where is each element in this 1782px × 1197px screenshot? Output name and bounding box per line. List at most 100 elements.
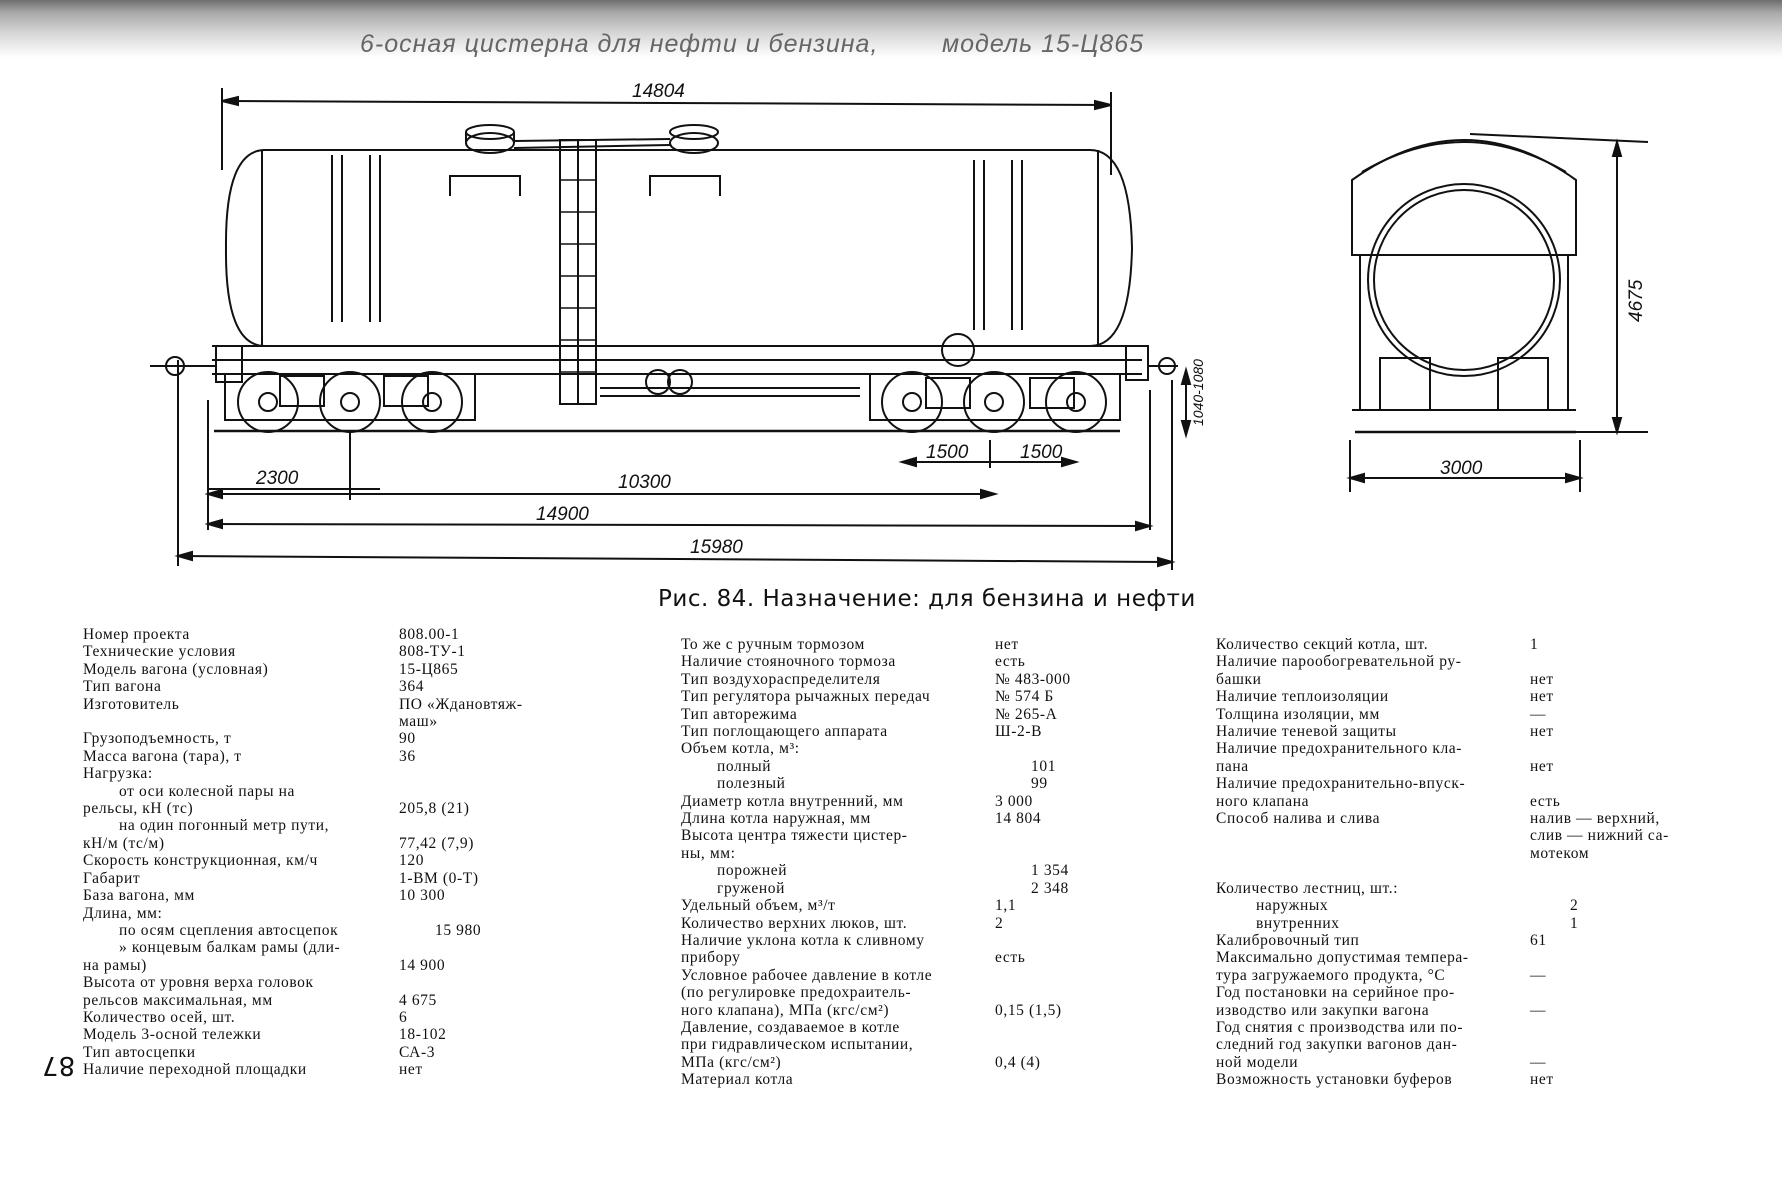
spec-label: Наличие теплоизоляции — [1216, 688, 1389, 706]
spec-value — [995, 845, 1105, 862]
spec-label: Тип регулятора рычажных передач — [681, 688, 931, 706]
spec-value: налив — верхний, — [1530, 810, 1660, 828]
spec-label: полный — [717, 757, 772, 775]
spec-label: Диаметр котла внутренний, мм — [681, 792, 904, 810]
spec-label: по осям сцепления автосцепок — [119, 921, 339, 939]
spec-label: То же с ручным тормозом — [681, 636, 865, 653]
spec-row — [1216, 862, 1726, 879]
spec-label: рельсов максимальная, мм — [83, 991, 273, 1009]
spec-value: 3 000 — [995, 792, 1033, 810]
spec-row: Высота центра тяжести цистер- — [681, 827, 1111, 844]
spec-row: Наличие предохранительного кла- — [1216, 740, 1726, 757]
spec-label: Высота центра тяжести цистер- — [681, 827, 908, 845]
spec-label: Наличие уклона котла к сливному — [681, 931, 925, 949]
spec-row: Количество осей, шт.6 — [83, 1009, 553, 1026]
spec-label: Тип авторежима — [681, 705, 798, 723]
spec-value: 2 — [1570, 897, 1579, 915]
spec-label: тура загружаемого продукта, °С — [1216, 966, 1446, 984]
dim-label-14900: 14900 — [536, 504, 589, 525]
spec-row: Толщина изоляции, мм— — [1216, 706, 1726, 723]
spec-value — [1530, 949, 1720, 966]
spec-row: Длина, мм: — [83, 905, 553, 922]
spec-value: нет — [399, 1061, 423, 1079]
spec-label: Тип поглощающего аппарата — [681, 723, 888, 741]
dim-label-1500-left: 1500 — [926, 442, 969, 463]
spec-label: ной модели — [1216, 1053, 1299, 1071]
spec-label: Масса вагона (тара), т — [83, 747, 242, 765]
spec-row: Наличие стояночного тормоза есть — [681, 653, 1111, 670]
spec-label: » концевым балкам рамы (дли- — [119, 939, 341, 957]
dim-label-10300: 10300 — [618, 472, 671, 493]
spec-label: Наличие предохранительно-впуск- — [1216, 775, 1466, 793]
spec-row: Количество секций котла, шт.1 — [1216, 636, 1726, 653]
spec-row: слив — нижний са- — [1216, 827, 1726, 844]
spec-label — [83, 713, 399, 730]
spec-label: груженой — [717, 879, 785, 897]
dim-label-15980: 15980 — [690, 537, 743, 558]
spec-value — [1530, 1019, 1720, 1036]
spec-row: Давление, создаваемое в котле — [681, 1019, 1111, 1036]
spec-value: 77,42 (7,9) — [399, 834, 475, 852]
spec-value: 364 — [399, 678, 425, 696]
spec-label: Год постановки на серийное про- — [1216, 984, 1455, 1002]
spec-value: есть — [995, 653, 1026, 671]
spec-value — [995, 1071, 1105, 1088]
spec-row: следний год закупки вагонов дан- — [1216, 1036, 1726, 1053]
spec-row: Наличие парообогревательной ру- — [1216, 653, 1726, 670]
spec-label: База вагона, мм — [83, 887, 195, 905]
spec-value: 90 — [399, 730, 416, 748]
spec-value: есть — [1530, 792, 1561, 810]
spec-label: Наличие стояночного тормоза — [681, 653, 896, 671]
spec-row: при гидравлическом испытании, — [681, 1036, 1111, 1053]
spec-row: Высота от уровня верха головок — [83, 974, 553, 991]
spec-row: Нагрузка: — [83, 765, 553, 782]
spec-value: 2 — [995, 914, 1004, 932]
dim-line-top — [221, 100, 1112, 106]
spec-label: Давление, создаваемое в котле — [681, 1018, 900, 1036]
spec-value: — — [1530, 705, 1547, 723]
spec-value: ПО «Ждановтяж- — [399, 695, 523, 713]
spec-value — [1530, 862, 1720, 879]
spec-label: Модель вагона (условная) — [83, 660, 269, 678]
spec-label: Наличие переходной площадки — [83, 1061, 307, 1079]
spec-row: Максимально допустимая темпера- — [1216, 949, 1726, 966]
spec-value — [435, 817, 585, 834]
spec-label: Количество лестниц, шт.: — [1216, 879, 1399, 897]
spec-row: маш» — [83, 713, 553, 730]
spec-value — [1530, 880, 1720, 897]
spec-value — [1530, 653, 1720, 670]
spec-row: Наличие переходной площадки нет — [83, 1061, 553, 1078]
spec-value — [435, 939, 585, 956]
spec-value: 99 — [1031, 775, 1048, 793]
dim-label-1500-right: 1500 — [1020, 442, 1063, 463]
spec-value: нет — [1530, 688, 1554, 706]
tank-car-drawing: 14804 2300 10300 14900 15980 1500 1500 1… — [150, 81, 1649, 570]
scan-shadow-band — [0, 0, 1782, 58]
spec-label: Скорость конструкционная, км/ч — [83, 852, 318, 870]
spec-label: Габарит — [83, 869, 141, 887]
spec-value: 1-ВМ (0-Т) — [399, 869, 479, 887]
spec-value — [995, 984, 1105, 1001]
spec-row: (по регулировке предохраитель- — [681, 984, 1111, 1001]
spec-label: Способ налива и слива — [1216, 810, 1381, 828]
spec-row: мотеком — [1216, 845, 1726, 862]
spec-label: Калибровочный тип — [1216, 931, 1360, 949]
spec-value — [399, 905, 549, 922]
